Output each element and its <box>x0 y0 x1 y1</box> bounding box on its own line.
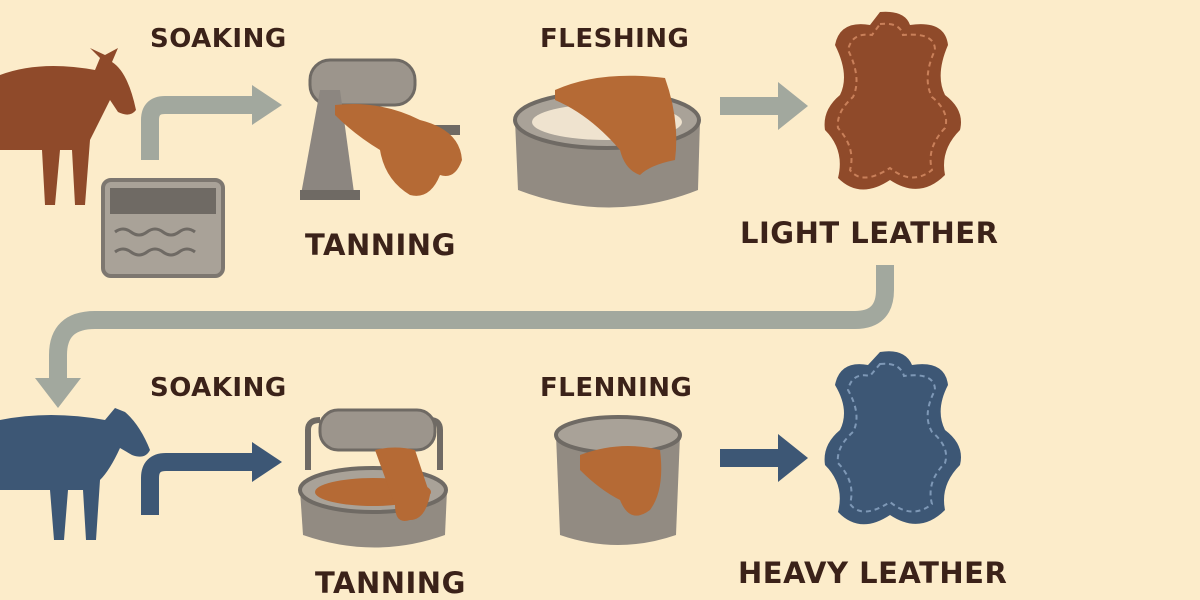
tanning-machine-icon <box>298 408 448 548</box>
arrow-icon <box>141 442 282 515</box>
arrow-icon <box>720 434 808 482</box>
blue-cow-icon <box>0 408 150 540</box>
light-tanning-label: TANNING <box>305 228 456 262</box>
heavy-leather-label: HEAVY LEATHER <box>738 556 1008 590</box>
light-soaking-label: SOAKING <box>150 24 287 54</box>
heavy-tanning-label: TANNING <box>315 566 466 600</box>
connecting-arrow-icon <box>35 265 894 408</box>
flenning-pot-icon <box>554 415 682 545</box>
heavy-leather-hide-icon <box>824 351 961 525</box>
arrow-icon <box>141 85 282 160</box>
light-leather-hide-icon <box>824 11 961 190</box>
soaking-tank-icon <box>101 178 225 278</box>
fleshing-tub-icon <box>513 75 701 208</box>
heavy-soaking-label: SOAKING <box>150 373 287 403</box>
light-fleshing-label: FLESHING <box>540 24 690 54</box>
brown-cow-icon <box>0 48 136 205</box>
arrow-icon <box>720 82 808 130</box>
tanning-machine-icon <box>300 58 462 200</box>
light-leather-label: LIGHT LEATHER <box>740 216 999 250</box>
heavy-flenning-label: FLENNING <box>540 373 693 403</box>
